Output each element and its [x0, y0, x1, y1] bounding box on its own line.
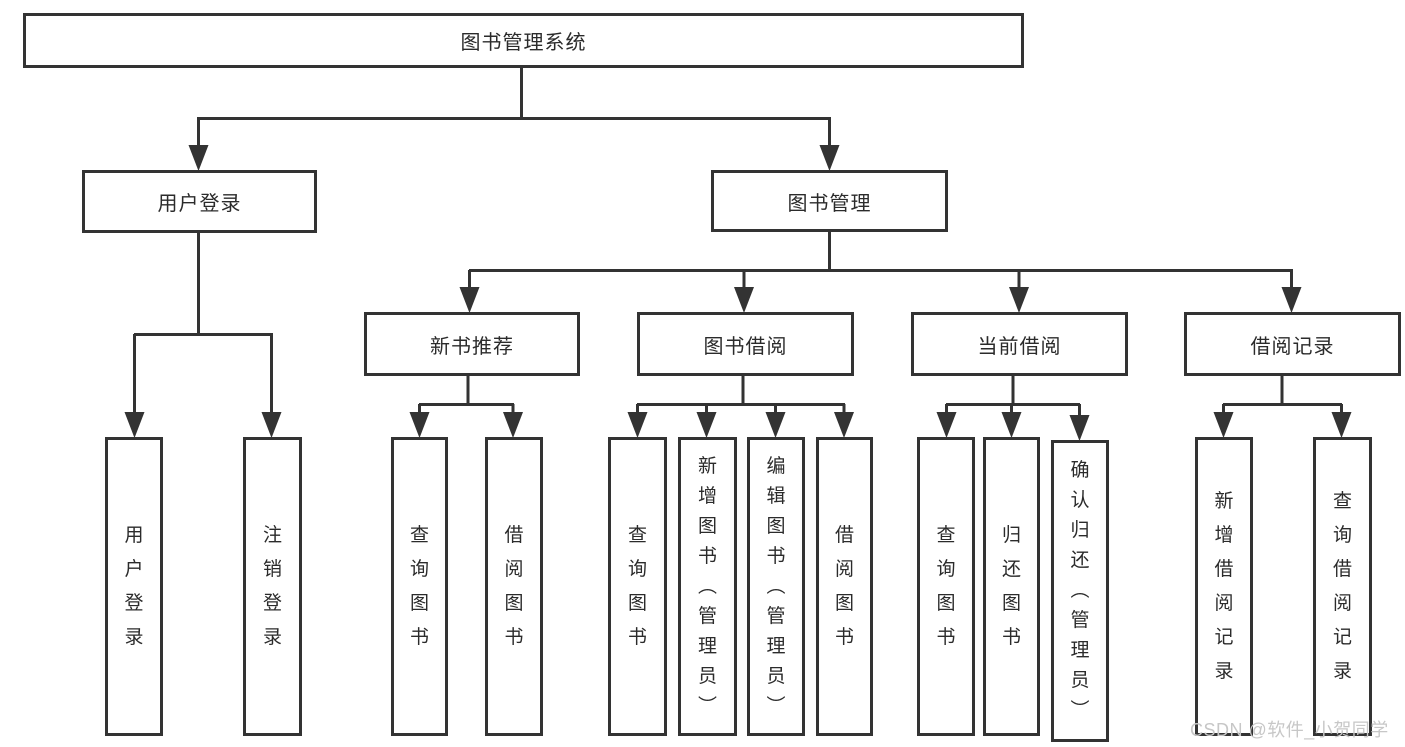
arrowhead	[1281, 287, 1302, 313]
connector-root	[197, 66, 831, 146]
arrowhead	[627, 412, 648, 438]
node-borrow-records: 借阅记录	[1184, 312, 1401, 376]
leaf-add-books-admin: 新增图书︵管理员︶	[678, 437, 737, 736]
leaf-add-borrow-record: 新增借阅记录	[1195, 437, 1253, 736]
arrowhead	[1331, 412, 1352, 438]
arrowhead	[1001, 412, 1022, 438]
arrowhead	[1009, 287, 1029, 313]
leaf-borrow-books: 借阅图书	[485, 437, 543, 736]
leaf-edit-books-admin: 编辑图书︵管理员︶	[747, 437, 805, 736]
leaf-query-borrow-record: 查询借阅记录	[1313, 437, 1372, 736]
arrowhead	[765, 412, 786, 438]
arrowhead	[124, 412, 145, 438]
arrowhead	[936, 412, 957, 438]
arrowhead	[819, 145, 840, 171]
node-label: 图书借阅	[703, 335, 788, 358]
arrowhead	[409, 412, 430, 438]
leaf-query-books: 查询图书	[608, 437, 667, 736]
node-label: 借阅记录	[1250, 335, 1335, 358]
arrowhead	[1069, 415, 1090, 441]
leaf-confirm-return-admin: 确认归还︵管理员︶	[1051, 440, 1109, 742]
connector-user-login	[133, 231, 273, 414]
node-label: 图书管理系统	[460, 32, 587, 54]
arrowhead	[188, 145, 209, 171]
arrowhead	[503, 412, 523, 438]
node-label: 新书推荐	[430, 335, 514, 358]
arrowhead	[834, 412, 854, 438]
connector-book-borrow	[636, 374, 846, 414]
connector-book-management	[468, 230, 1293, 290]
node-label: 图书管理	[787, 192, 872, 215]
leaf-query-books: 查询图书	[391, 437, 448, 736]
node-new-book-recommend: 新书推荐	[364, 312, 580, 376]
node-current-borrow: 当前借阅	[911, 312, 1128, 376]
node-library-system: 图书管理系统	[23, 13, 1024, 68]
leaf-borrow-books: 借阅图书	[816, 437, 873, 736]
node-user-login: 用户登录	[82, 170, 317, 233]
arrowhead	[1213, 412, 1234, 438]
connector-current-borrow	[945, 374, 1081, 417]
leaf-logout: 注销登录	[243, 437, 302, 736]
connector-borrow-records	[1222, 374, 1343, 414]
arrowhead	[696, 412, 717, 438]
node-book-management: 图书管理	[711, 170, 948, 232]
csdn-watermark: CSDN @软件_小贺同学	[1190, 720, 1389, 740]
node-label: 用户登录	[157, 193, 242, 215]
node-book-borrow: 图书借阅	[637, 312, 854, 376]
connector-new-book-recommend	[418, 374, 515, 414]
leaf-query-books: 查询图书	[917, 437, 975, 736]
arrowhead	[459, 287, 480, 313]
arrowhead	[734, 287, 754, 313]
leaf-return-books: 归还图书	[983, 437, 1040, 736]
leaf-user-login: 用户登录	[105, 437, 163, 736]
arrowhead	[261, 412, 282, 438]
node-label: 当前借阅	[977, 335, 1062, 358]
